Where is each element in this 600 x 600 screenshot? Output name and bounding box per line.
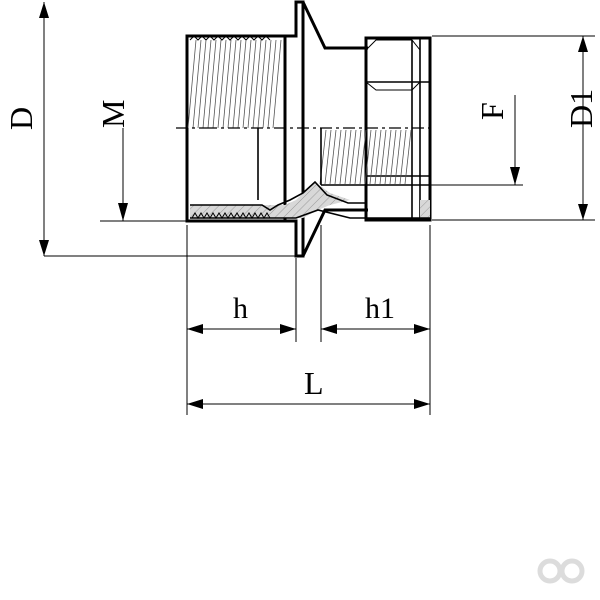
dim-L: L (187, 365, 430, 409)
label-L: L (304, 365, 324, 401)
hex-body (364, 36, 432, 222)
dim-M: M (95, 100, 187, 222)
dim-h: h (186, 225, 431, 415)
infinity-logo-icon (537, 558, 585, 584)
label-D1: D1 (563, 89, 599, 128)
label-D: D (3, 107, 39, 130)
male-thread (187, 35, 282, 129)
dim-F: F (430, 95, 523, 186)
cone-bottom (301, 208, 368, 257)
label-h: h (233, 292, 248, 325)
dim-D: D (3, 2, 296, 257)
cone-top (301, 1, 368, 50)
label-M: M (95, 100, 131, 128)
dim-h1: h1 (321, 292, 430, 334)
flange (285, 0, 305, 258)
dim-D1: D1 (432, 35, 599, 221)
section-edge (190, 180, 430, 219)
fitting-body (185, 0, 432, 258)
label-F: F (474, 102, 510, 120)
label-h1: h1 (365, 292, 395, 325)
